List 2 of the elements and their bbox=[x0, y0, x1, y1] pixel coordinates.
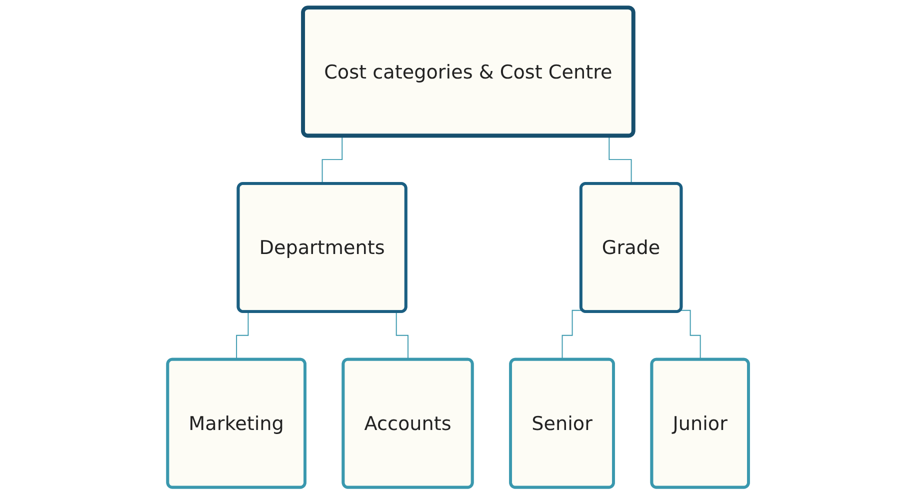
connector bbox=[562, 310, 584, 360]
connector bbox=[680, 310, 702, 360]
